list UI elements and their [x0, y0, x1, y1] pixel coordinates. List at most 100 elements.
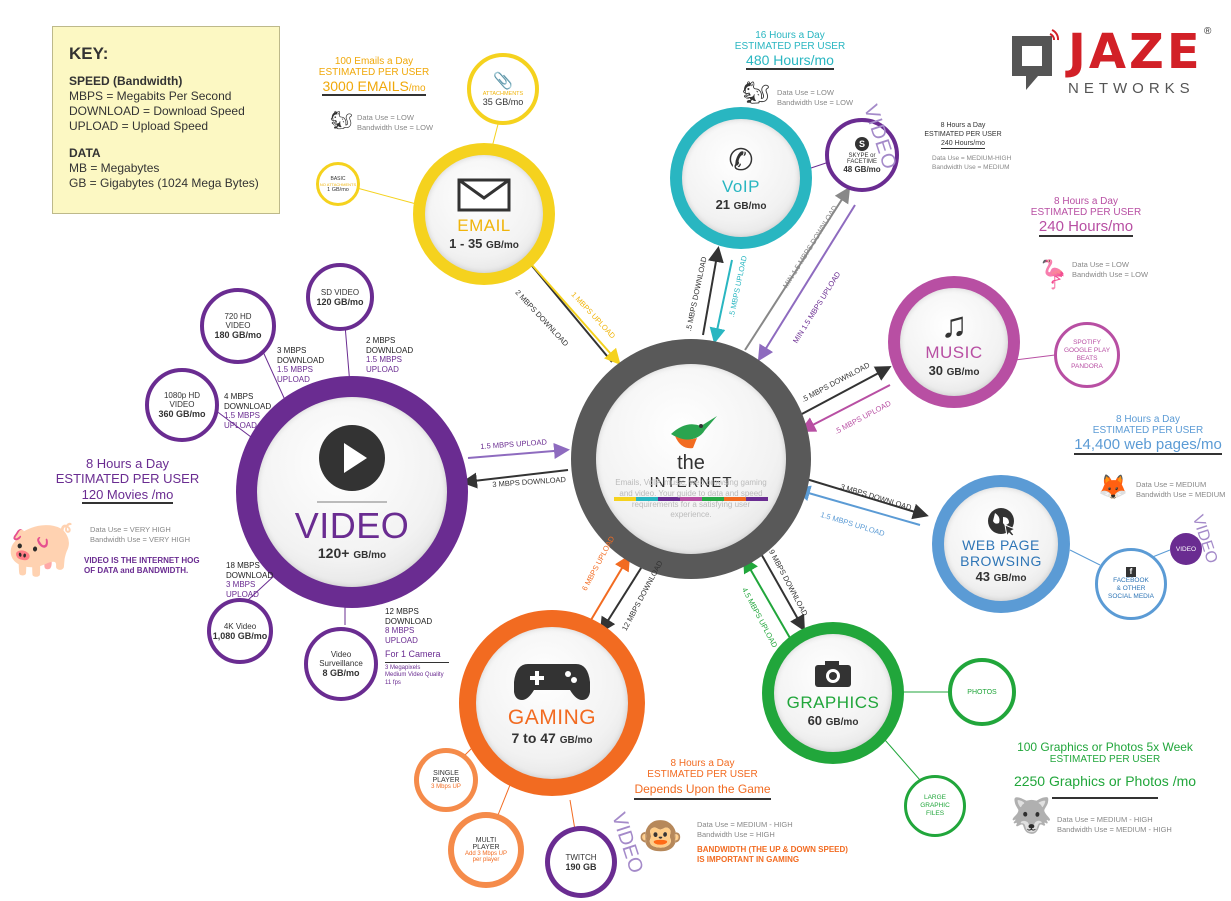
web-data-use: Data Use = MEDIUM [1136, 480, 1207, 489]
video-hub[interactable]: VIDEO 120+ GB/mo [236, 376, 468, 608]
phone-icon: ✆ [728, 143, 754, 177]
speed-line: DOWNLOAD [366, 345, 414, 355]
surv-spec: 3 Megapixels [385, 665, 421, 672]
email-data-use: Data Use = LOW [357, 113, 414, 122]
music-per-day: 8 Hours a Day [1054, 196, 1118, 207]
social-label: & OTHER [1116, 585, 1146, 593]
multi-player-circle[interactable]: MULTI PLAYER Add 3 Mbps UP per player [448, 812, 524, 888]
gaming-hub[interactable]: GAMING 7 to 47 GB/mo [459, 610, 645, 796]
video-stats: 8 Hours a Day ESTIMATED PER USER 120 Mov… [40, 456, 215, 504]
gaming-warning-line: BANDWIDTH (THE UP & DOWN SPEED) [697, 845, 848, 854]
music-services-circle[interactable]: SPOTIFY GOOGLE PLAY BEATS PANDORA [1054, 322, 1120, 388]
video-title: VIDEO [294, 505, 410, 546]
video-estimated: ESTIMATED PER USER [55, 471, 200, 486]
4k-value: 1,080 GB/mo [212, 630, 268, 641]
photos-circle[interactable]: PHOTOS [948, 658, 1016, 726]
video-per-day: 8 Hours a Day [85, 456, 170, 471]
key-heading: KEY: [69, 44, 109, 63]
multi-speed2: per player [472, 857, 500, 863]
gamepad-icon [514, 664, 590, 700]
voip-value: 21 [715, 196, 731, 212]
gaming-warning: BANDWIDTH (THE UP & DOWN SPEED) IS IMPOR… [697, 845, 848, 866]
email-attachments-circle[interactable]: 📎 ATTACHMENTS 35 GB/mo [467, 53, 539, 125]
speed-line: DOWNLOAD [226, 570, 274, 580]
social-media-circle[interactable]: f FACEBOOK & OTHER SOCIAL MEDIA [1095, 548, 1167, 620]
music-value: 30 [928, 362, 944, 378]
email-hub[interactable]: EMAIL 1 - 35 GB/mo [413, 143, 555, 285]
basic-value: 1 GB/mo [327, 186, 349, 193]
music-title: MUSIC [925, 342, 983, 362]
email-basic-circle[interactable]: BASIC NO ATTACHMENTS 1 GB/mo [316, 162, 360, 206]
gaming-stats: 8 Hours a Day ESTIMATED PER USER Depends… [620, 758, 785, 800]
speed-line: 3 MBPS [226, 580, 256, 590]
email-bandwidth-use: Bandwidth Use = LOW [357, 123, 434, 133]
graphics-stats: 100 Graphics or Photos 5x Week ESTIMATED… [1000, 740, 1210, 799]
single-label1: SINGLE [433, 770, 459, 777]
graphics-monthly: 2250 Graphics or Photos /mo [1013, 773, 1197, 789]
music-hub[interactable]: ♫ MUSIC 30 GB/mo [888, 276, 1020, 408]
email-estimated: ESTIMATED PER USER [318, 67, 430, 78]
twitch-circle[interactable]: TWITCH 190 GB [545, 826, 617, 898]
stripe-segment [680, 496, 702, 501]
4k-circle[interactable]: 4K Video 1,080 GB/mo [207, 598, 273, 664]
skype-bandwidth-use: Bandwidth Use = MEDIUM [932, 163, 1010, 171]
video-hog: VIDEO IS THE INTERNET HOG OF DATA and BA… [84, 556, 200, 577]
gaming-monthly: Depends Upon the Game [634, 782, 771, 800]
gaming-unit: GB/mo [559, 735, 593, 746]
speed-line: UPLOAD [385, 635, 418, 645]
graphics-value: 60 [807, 712, 823, 728]
web-hub[interactable]: WEB PAGE BROWSING 43 GB/mo [932, 475, 1070, 613]
twitch-value: 190 GB [565, 861, 597, 872]
music-service: SPOTIFY [1073, 339, 1101, 347]
music-usage: Data Use = LOW Bandwidth Use = LOW [1072, 260, 1148, 280]
web-video-badge[interactable]: VIDEO [1170, 533, 1202, 565]
graphics-hub[interactable]: GRAPHICS 60 GB/mo [762, 622, 904, 764]
internet-hub[interactable]: the INTERNET [571, 339, 811, 579]
gaming-title: GAMING [507, 706, 597, 729]
wolf-icon: 🐺 [1010, 797, 1053, 835]
web-title1: WEB PAGE [962, 536, 1040, 553]
hd1080-label1: 1080p HD [163, 391, 201, 400]
internet-the: the [677, 451, 705, 474]
attachments-value: 35 GB/mo [482, 97, 524, 107]
hd1080-label2: VIDEO [169, 400, 195, 409]
voip-per-day: 16 Hours a Day [755, 30, 825, 41]
flamingo-icon: 🦩 [1036, 259, 1071, 290]
voip-bandwidth-use: Bandwidth Use = LOW [777, 98, 854, 108]
video-unit: GB/mo [353, 550, 387, 561]
internet-stripe [614, 496, 768, 501]
hd720-label1: 720 HD [224, 312, 252, 321]
skype-per-day: 8 Hours a Day [940, 122, 986, 129]
large-files-circle[interactable]: LARGE GRAPHIC FILES [904, 775, 966, 837]
email-title: EMAIL [457, 215, 511, 235]
speed-line: 8 MBPS [385, 626, 415, 636]
gaming-bandwidth-use: Bandwidth Use = HIGH [697, 830, 775, 840]
voip-stats: 16 Hours a Day ESTIMATED PER USER 480 Ho… [730, 30, 850, 70]
key-speed-line: MBPS = Megabits Per Second [69, 89, 232, 104]
voip-unit: GB/mo [733, 200, 767, 212]
skype-circle[interactable]: S SKYPE or FACETIME 48 GB/mo [825, 118, 899, 192]
skype-estimated: ESTIMATED PER USER [924, 130, 1002, 138]
fox-icon: 🦊 [1098, 474, 1128, 501]
sd-label: SD VIDEO [320, 287, 360, 297]
video-monthly: 120 Movies /mo [81, 487, 174, 504]
gaming-data-use: Data Use = MEDIUM - HIGH [697, 820, 793, 829]
hd1080-circle[interactable]: 1080p HD VIDEO 360 GB/mo [145, 368, 219, 442]
surv-label1: Video [330, 650, 352, 659]
web-monthly: 14,400 web pages/mo [1074, 436, 1222, 455]
music-estimated: ESTIMATED PER USER [1030, 207, 1142, 218]
sd-video-circle[interactable]: SD VIDEO 120 GB/mo [306, 263, 374, 331]
squirrel-icon: 🐿 [330, 110, 353, 130]
skype-label2: FACETIME [846, 158, 877, 165]
key-speed-line: DOWNLOAD = Download Speed [69, 104, 245, 119]
surveillance-circle[interactable]: Video Surveillance 8 GB/mo [304, 627, 378, 701]
single-player-circle[interactable]: SINGLE PLAYER 3 Mbps UP [414, 748, 478, 812]
hd720-speeds: 3 MBPS DOWNLOAD 1.5 MBPS UPLOAD [277, 346, 324, 384]
hd720-circle[interactable]: 720 HD VIDEO 180 GB/mo [200, 288, 276, 364]
voip-hub[interactable]: ✆ VoIP 21 GB/mo [670, 107, 812, 249]
email-usage: Data Use = LOW Bandwidth Use = LOW [357, 113, 433, 133]
gaming-per-day: 8 Hours a Day [670, 758, 735, 769]
speed-line: 1.5 MBPS [277, 365, 314, 375]
brand-name: JAZE [1068, 24, 1203, 80]
surv-spec: 11 fps [385, 679, 401, 686]
